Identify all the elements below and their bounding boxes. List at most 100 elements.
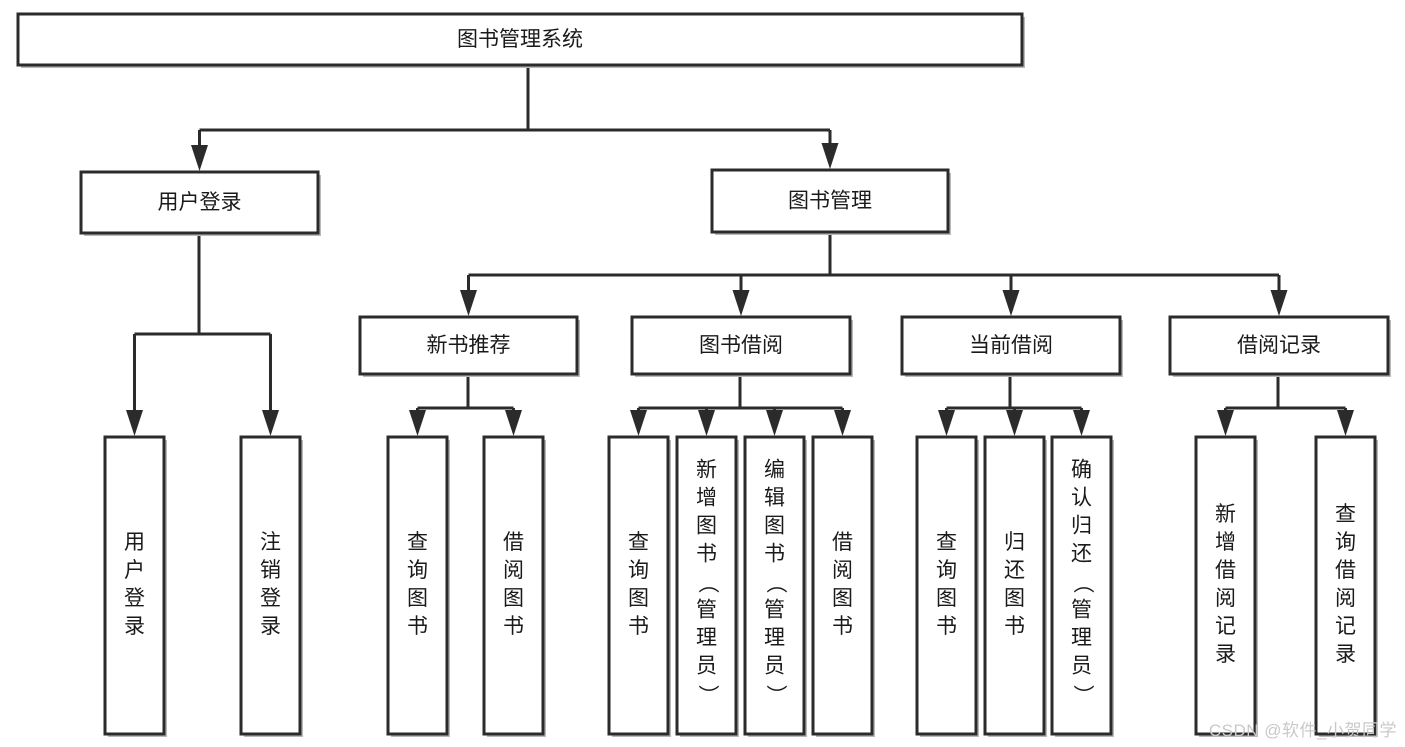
svg-text:阅: 阅 xyxy=(503,559,524,582)
svg-text:阅: 阅 xyxy=(832,559,853,582)
box-outline xyxy=(482,435,545,736)
box-outline xyxy=(743,435,806,736)
node-root-label: 图书管理系统 xyxy=(457,28,583,51)
node-borrow-record[interactable]: 借阅记录 xyxy=(1168,315,1391,377)
svg-text:借: 借 xyxy=(1215,559,1236,582)
svg-text:阅: 阅 xyxy=(1335,587,1356,610)
svg-text:（: （ xyxy=(696,573,719,594)
arrow-head-icon xyxy=(732,290,750,316)
box-outline xyxy=(103,435,166,736)
connector-bookmgmt-to-level3 xyxy=(460,232,1288,316)
svg-text:图: 图 xyxy=(832,587,853,610)
node-user-login[interactable]: 用户登录 xyxy=(79,170,321,236)
box-outline xyxy=(811,435,874,736)
node-leaf-user-login[interactable]: 用户登录 xyxy=(103,435,167,737)
svg-text:询: 询 xyxy=(1335,531,1356,554)
svg-text:书: 书 xyxy=(936,615,957,638)
svg-text:认: 认 xyxy=(1071,487,1092,510)
svg-text:询: 询 xyxy=(628,559,649,582)
svg-text:销: 销 xyxy=(260,559,281,582)
svg-text:录: 录 xyxy=(124,615,145,638)
arrow-head-icon xyxy=(191,145,208,171)
svg-text:录: 录 xyxy=(1215,643,1236,666)
svg-text:图: 图 xyxy=(696,515,717,538)
svg-text:书: 书 xyxy=(764,543,785,566)
node-root[interactable]: 图书管理系统 xyxy=(16,12,1025,68)
svg-text:图: 图 xyxy=(936,587,957,610)
arrow-head-icon xyxy=(1073,410,1090,436)
node-current-borrow[interactable]: 当前借阅 xyxy=(900,315,1123,377)
svg-text:图: 图 xyxy=(764,515,785,538)
svg-text:书: 书 xyxy=(628,615,649,638)
node-current-borrow-label: 当前借阅 xyxy=(969,334,1053,357)
svg-text:书: 书 xyxy=(832,615,853,638)
box-outline xyxy=(675,435,738,736)
node-book-management[interactable]: 图书管理 xyxy=(710,168,951,235)
node-book-management-label: 图书管理 xyxy=(788,190,872,213)
box-outline xyxy=(1050,435,1113,736)
node-leaf-user-login-label: 用户登录 xyxy=(124,531,145,638)
svg-text:注: 注 xyxy=(260,531,281,554)
svg-text:询: 询 xyxy=(936,559,957,582)
node-user-login-label: 用户登录 xyxy=(158,191,242,214)
node-book-borrow[interactable]: 图书借阅 xyxy=(630,315,853,377)
arrow-head-icon xyxy=(1002,290,1020,316)
svg-text:管: 管 xyxy=(1071,599,1092,622)
box-outline xyxy=(1168,315,1390,376)
svg-text:询: 询 xyxy=(407,559,428,582)
svg-text:员: 员 xyxy=(1071,655,1092,678)
node-new-book-recommend[interactable]: 新书推荐 xyxy=(358,315,580,377)
arrow-head-icon xyxy=(834,410,851,436)
svg-text:员: 员 xyxy=(696,655,717,678)
svg-text:（: （ xyxy=(764,573,787,594)
svg-text:查: 查 xyxy=(1335,503,1356,526)
svg-text:编: 编 xyxy=(764,459,785,482)
svg-text:图: 图 xyxy=(1004,587,1025,610)
svg-text:增: 增 xyxy=(696,487,717,510)
svg-text:（: （ xyxy=(1071,573,1094,594)
svg-text:）: ） xyxy=(764,685,787,706)
box-outline xyxy=(16,12,1024,67)
arrow-head-icon xyxy=(262,410,279,436)
arrow-head-icon xyxy=(409,410,426,436)
svg-text:理: 理 xyxy=(696,627,717,650)
connector-root-to-level2 xyxy=(191,65,839,171)
svg-text:用: 用 xyxy=(124,531,145,554)
arrow-head-icon xyxy=(938,410,955,436)
connector-userlogin-to-leaves xyxy=(126,233,279,436)
arrow-head-icon xyxy=(698,410,715,436)
svg-text:）: ） xyxy=(696,685,719,706)
svg-text:查: 查 xyxy=(936,531,957,554)
box-outline xyxy=(386,435,449,736)
svg-text:登: 登 xyxy=(260,587,281,610)
arrow-head-icon xyxy=(1217,410,1234,436)
svg-text:图: 图 xyxy=(628,587,649,610)
box-outline xyxy=(710,168,950,234)
svg-text:书: 书 xyxy=(1004,615,1025,638)
svg-text:查: 查 xyxy=(628,531,649,554)
box-outline xyxy=(900,315,1122,376)
svg-text:图: 图 xyxy=(503,587,524,610)
svg-text:管: 管 xyxy=(696,599,717,622)
svg-text:员: 员 xyxy=(764,655,785,678)
svg-text:书: 书 xyxy=(503,615,524,638)
svg-text:还: 还 xyxy=(1071,543,1092,566)
